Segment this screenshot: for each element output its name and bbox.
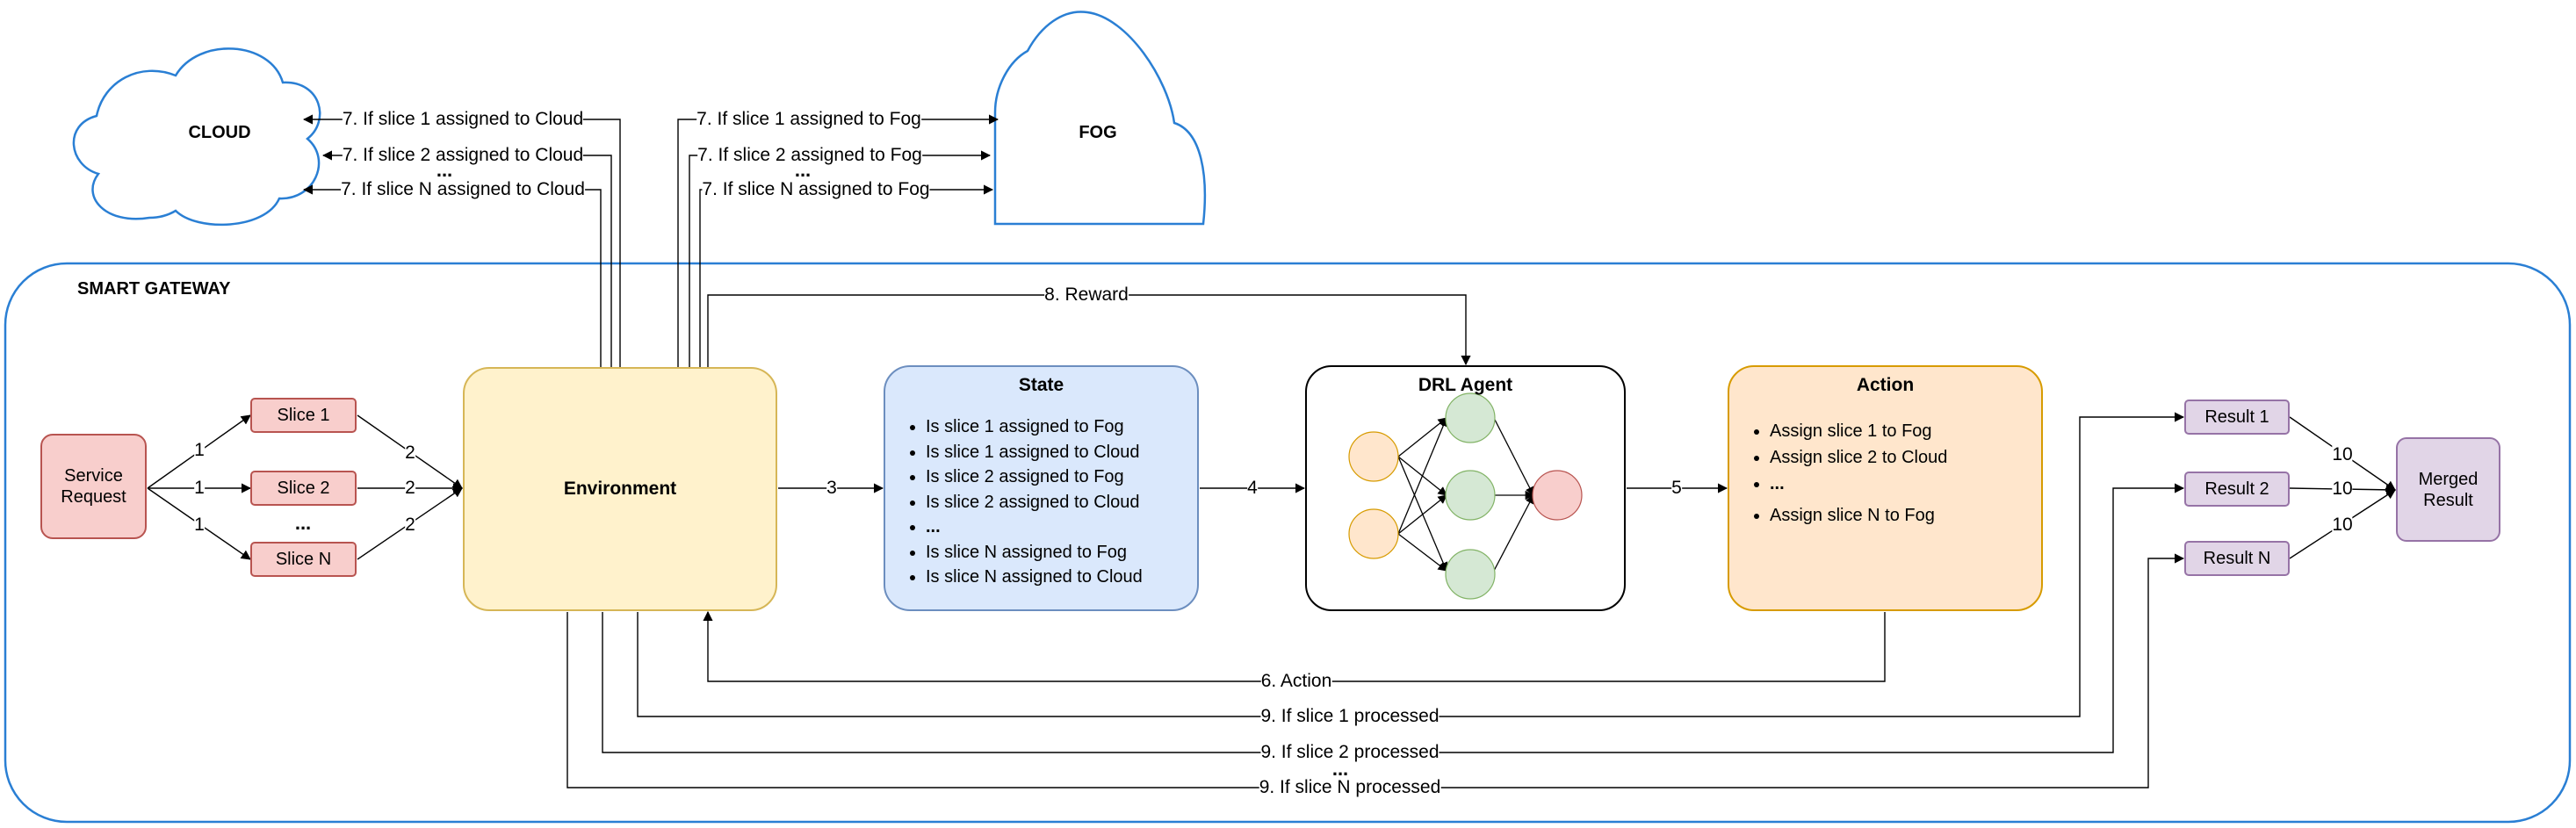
nn-hidden-node [1445,549,1496,600]
state-item: Is slice N assigned to Fog [926,540,1197,565]
environment-node: Environment [463,367,777,611]
action-node: Action Assign slice 1 to Fog Assign slic… [1728,365,2043,611]
service-request-node: Service Request [40,434,147,539]
edge-label-cloud-ellipsis: ... [436,159,453,181]
edge-label-processed-ellipsis: ... [1331,758,1349,780]
action-item: Assign slice N to Fog [1770,502,2041,529]
slice-n-node: Slice N [250,542,357,577]
drl-agent-title: DRL Agent [1418,375,1513,395]
fog-shape [993,11,1207,226]
result-n-node: Result N [2184,541,2290,576]
result-1-node: Result 1 [2184,400,2290,435]
nn-hidden-node [1445,470,1496,521]
edge-label-cloud-2: 7. If slice 2 assigned to Cloud [342,145,584,166]
edge-label-2: 2 [405,443,415,464]
edge-label-1: 1 [194,440,205,461]
result-2-node: Result 2 [2184,472,2290,507]
edge-label-3: 3 [826,478,837,499]
drl-agent-node: DRL Agent [1305,365,1626,611]
environment-label: Environment [563,479,677,499]
cloud-shape [72,47,321,227]
edge-label-1: 1 [194,515,205,536]
result-1-label: Result 1 [2204,407,2269,427]
slice-ellipsis: ... [294,512,312,534]
service-request-label: Service Request [61,466,126,507]
action-item: Assign slice 1 to Fog [1770,418,2041,444]
cloud-title: CLOUD [188,122,251,142]
state-list: Is slice 1 assigned to Fog Is slice 1 as… [901,414,1197,590]
edge-label-5: 5 [1671,478,1682,499]
action-title: Action [1856,375,1915,395]
smart-gateway-title: SMART GATEWAY [77,279,231,299]
edge-label-10: 10 [2332,515,2353,536]
result-n-label: Result N [2203,548,2271,568]
edge-label-cloud-n: 7. If slice N assigned to Cloud [341,179,585,200]
edge-label-fog-ellipsis: ... [794,159,812,181]
result-2-label: Result 2 [2204,479,2269,499]
edge-label-4: 4 [1247,478,1258,499]
action-item: Assign slice 2 to Cloud [1770,444,2041,471]
nn-output-node [1532,470,1583,521]
edge-label-processed-2: 9. If slice 2 processed [1260,742,1440,763]
state-item: Is slice N assigned to Cloud [926,565,1197,590]
slice-2-label: Slice 2 [277,478,330,498]
slice-2-node: Slice 2 [250,471,357,506]
state-item: Is slice 1 assigned to Cloud [926,440,1197,465]
action-item: ... [1770,471,2041,497]
state-item: Is slice 2 assigned to Cloud [926,490,1197,515]
state-item: ... [926,515,1197,540]
edge-label-1: 1 [194,478,205,499]
merged-result-node: Merged Result [2396,437,2500,542]
edge-label-fog-1: 7. If slice 1 assigned to Fog [696,109,921,130]
edge-label-fog-n: 7. If slice N assigned to Fog [702,179,930,200]
nn-hidden-node [1445,392,1496,443]
edge-label-10: 10 [2332,444,2353,465]
state-title: State [1018,375,1064,395]
edge-label-10: 10 [2332,479,2353,500]
merged-result-label: Merged Result [2418,469,2479,510]
state-item: Is slice 2 assigned to Fog [926,464,1197,490]
edge-label-2: 2 [405,515,415,536]
edge-label-action: 6. Action [1260,671,1332,692]
edge-label-2: 2 [405,478,415,499]
edges-processed [566,412,2185,788]
edge-label-cloud-1: 7. If slice 1 assigned to Cloud [342,109,584,130]
state-item: Is slice 1 assigned to Fog [926,414,1197,440]
smart-gateway-container [4,262,2572,824]
edge-label-fog-2: 7. If slice 2 assigned to Fog [697,145,922,166]
neural-network-icon [1348,392,1583,600]
state-node: State Is slice 1 assigned to Fog Is slic… [884,365,1199,611]
edge-reward [707,294,1471,367]
slice-n-label: Slice N [275,549,332,569]
edge-label-processed-n: 9. If slice N processed [1259,777,1441,798]
slice-1-node: Slice 1 [250,398,357,433]
slice-1-label: Slice 1 [277,405,330,425]
edge-label-processed-1: 9. If slice 1 processed [1260,706,1440,727]
nn-input-node [1348,431,1399,482]
nn-input-node [1348,508,1399,559]
fog-title: FOG [1079,122,1117,142]
edge-label-reward: 8. Reward [1044,284,1129,306]
action-list: Assign slice 1 to Fog Assign slice 2 to … [1745,418,2041,529]
